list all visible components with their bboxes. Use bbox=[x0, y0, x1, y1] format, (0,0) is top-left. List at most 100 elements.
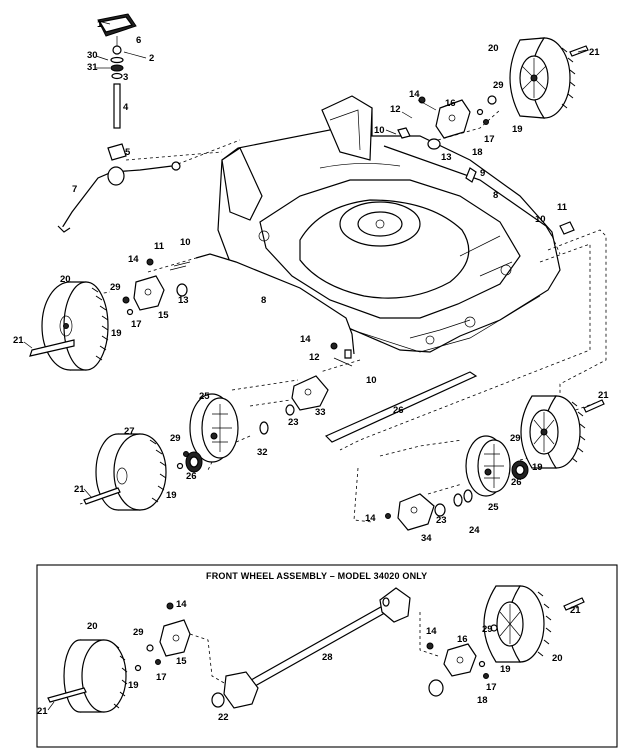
callout-29-d: 29 bbox=[510, 433, 521, 444]
callout-10-c: 10 bbox=[535, 214, 546, 225]
callout-19-f: 19 bbox=[500, 664, 511, 675]
callout-29-c: 29 bbox=[170, 433, 181, 444]
callout-16-b: 16 bbox=[457, 634, 468, 645]
callout-29-b: 29 bbox=[110, 282, 121, 293]
callout-2: 2 bbox=[149, 53, 154, 64]
callout-34: 34 bbox=[421, 533, 432, 544]
callout-17-c: 17 bbox=[156, 672, 167, 683]
callout-10-a: 10 bbox=[374, 125, 385, 136]
callout-14-d: 14 bbox=[365, 513, 376, 524]
callout-14-e: 14 bbox=[176, 599, 187, 610]
height-adjuster-assembly bbox=[97, 13, 137, 161]
callout-9: 9 bbox=[480, 168, 485, 179]
callout-5: 5 bbox=[125, 147, 131, 158]
callout-21-b: 21 bbox=[13, 335, 24, 346]
callout-21-e: 21 bbox=[37, 706, 48, 717]
front-wheel-right bbox=[520, 395, 586, 469]
callout-14-a: 14 bbox=[409, 89, 420, 100]
callout-12-b: 12 bbox=[309, 352, 320, 363]
bracket-33 bbox=[259, 342, 353, 435]
callout-19-e: 19 bbox=[128, 680, 139, 691]
nut-14-left bbox=[146, 258, 154, 266]
callout-24: 24 bbox=[469, 525, 480, 536]
callout-20-b: 20 bbox=[60, 274, 71, 285]
callout-21-a: 21 bbox=[589, 47, 600, 58]
front-axle-rod-upper bbox=[195, 145, 553, 355]
pin-9 bbox=[465, 167, 477, 183]
callout-26-c: 26 bbox=[511, 477, 522, 488]
callout-25-b: 25 bbox=[488, 502, 499, 513]
gear-left bbox=[185, 451, 203, 473]
callout-13-a: 13 bbox=[441, 152, 452, 163]
inset-title: FRONT WHEEL ASSEMBLY – MODEL 34020 ONLY bbox=[206, 571, 427, 581]
bushing-13-upper bbox=[427, 138, 441, 150]
callout-10-d: 10 bbox=[366, 375, 377, 386]
callout-21-f: 21 bbox=[570, 605, 581, 616]
callout-19-c: 19 bbox=[166, 490, 177, 501]
callout-19-a: 19 bbox=[512, 124, 523, 135]
callout-21-c: 21 bbox=[74, 484, 85, 495]
callout-8-right: 8 bbox=[493, 190, 498, 201]
rod-26 bbox=[324, 371, 478, 443]
callout-27: 27 bbox=[124, 426, 135, 437]
bracket-34 bbox=[385, 489, 473, 531]
callout-21-d: 21 bbox=[598, 390, 609, 401]
callout-20-c: 20 bbox=[87, 621, 98, 632]
callout-11-a: 11 bbox=[154, 241, 165, 252]
callout-28: 28 bbox=[322, 652, 333, 663]
callout-23-a: 23 bbox=[288, 417, 299, 428]
bushing-13-left bbox=[176, 283, 188, 297]
bracket-15 bbox=[122, 258, 191, 316]
callout-29-f: 29 bbox=[482, 624, 493, 635]
callout-11-b: 11 bbox=[557, 202, 568, 213]
adjuster-knob-face bbox=[99, 16, 134, 33]
callouts: 1 2 3 4 5 6 7 8 8 9 10 10 10 10 11 11 12… bbox=[13, 19, 609, 723]
callout-4: 4 bbox=[123, 102, 129, 113]
bushing-23-left bbox=[285, 404, 295, 416]
rod-bushing bbox=[107, 166, 125, 186]
washer-30 bbox=[110, 56, 124, 64]
callout-8-left: 8 bbox=[261, 295, 266, 306]
callout-leaders bbox=[23, 21, 587, 711]
callout-17-d: 17 bbox=[486, 682, 497, 693]
callout-14-c: 14 bbox=[300, 334, 311, 345]
inset-box bbox=[36, 564, 618, 748]
callout-20-a: 20 bbox=[488, 43, 499, 54]
callout-15-a: 15 bbox=[158, 310, 169, 321]
adjuster-bracket bbox=[107, 143, 127, 161]
callout-14-b: 14 bbox=[128, 254, 139, 265]
callout-29-a: 29 bbox=[493, 80, 504, 91]
callout-30: 30 bbox=[87, 50, 98, 61]
bolt-21-left bbox=[29, 339, 75, 357]
adjuster-rod bbox=[113, 83, 121, 129]
callout-26-a: 26 bbox=[186, 471, 197, 482]
inset-axle-28 bbox=[211, 587, 411, 709]
callout-23-b: 23 bbox=[436, 515, 447, 526]
callout-26-b: 26 bbox=[393, 405, 404, 416]
inset-front-wheel-right bbox=[483, 585, 585, 663]
callout-22: 22 bbox=[218, 712, 229, 723]
gear-right bbox=[511, 460, 529, 480]
mower-deck bbox=[217, 95, 561, 353]
callout-32: 32 bbox=[257, 447, 268, 458]
rear-axle-rod bbox=[57, 161, 181, 233]
callout-33: 33 bbox=[315, 407, 326, 418]
callout-20-d: 20 bbox=[552, 653, 563, 664]
callout-16-a: 16 bbox=[445, 98, 456, 109]
callout-17-a: 17 bbox=[484, 134, 495, 145]
front-wheel-left bbox=[95, 433, 167, 511]
callout-18-a: 18 bbox=[472, 147, 483, 158]
rear-wheel-right bbox=[509, 37, 576, 119]
callout-19-d: 19 bbox=[532, 462, 543, 473]
callout-7: 7 bbox=[72, 184, 77, 195]
callout-17-b: 17 bbox=[131, 319, 142, 330]
callout-31: 31 bbox=[87, 62, 98, 73]
callout-3: 3 bbox=[123, 72, 128, 83]
callout-15-b: 15 bbox=[176, 656, 187, 667]
callout-6: 6 bbox=[136, 35, 141, 46]
callout-1: 1 bbox=[97, 19, 103, 30]
nut-31 bbox=[110, 64, 124, 72]
hub-cap-right bbox=[465, 435, 511, 497]
